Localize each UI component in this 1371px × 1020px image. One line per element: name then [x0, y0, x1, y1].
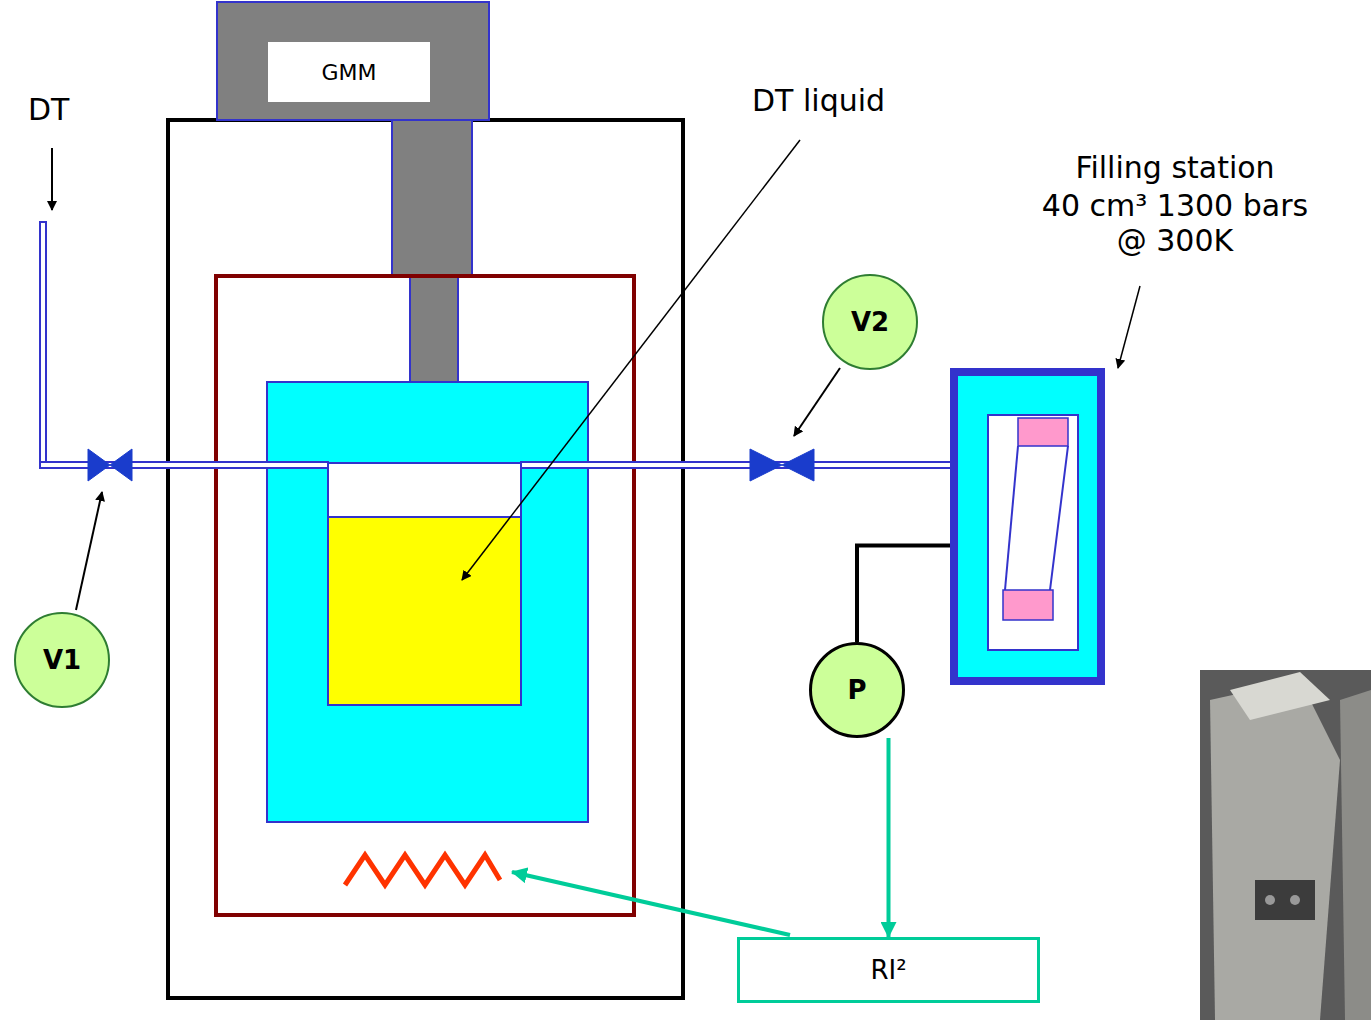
cryocooler-coldfinger — [410, 276, 458, 384]
filling-station-chamber — [988, 415, 1078, 650]
controller-box: RI² — [737, 937, 1040, 1003]
piston-top — [1018, 418, 1068, 446]
dt-liquid — [328, 517, 521, 705]
node-text: P — [847, 675, 866, 705]
node-text: V2 — [851, 307, 889, 337]
node-text: GMM — [321, 60, 376, 85]
cell-headspace — [328, 463, 521, 517]
filling-station-box — [954, 372, 1101, 681]
node-text: V1 — [43, 645, 81, 675]
part-label: DT liquid — [752, 83, 885, 118]
cryocooler-head — [217, 2, 489, 120]
leader-line — [51, 148, 53, 210]
pipe — [40, 462, 328, 468]
leader-line — [794, 368, 840, 436]
cell-block — [267, 382, 588, 822]
node-text: RI² — [870, 955, 906, 985]
photo — [1200, 670, 1371, 1020]
signal-wire — [857, 546, 950, 642]
thermal-shield — [216, 276, 634, 915]
signal-arrow — [887, 738, 891, 937]
control-line — [512, 872, 790, 935]
heater-symbol — [345, 855, 500, 885]
inlet-pipe — [40, 222, 46, 467]
piston-bottom — [1003, 590, 1053, 620]
cryocooler-label: GMM — [268, 42, 430, 102]
leader-line — [1118, 286, 1140, 368]
callout-circle: V1 — [14, 612, 110, 708]
station-heading: Filling station — [1005, 150, 1345, 185]
valve-symbol — [88, 449, 132, 481]
filling-station: Filling station40 cm³ 1300 bars @ 300K — [950, 368, 1105, 685]
vacuum-vessel — [168, 120, 683, 998]
inlet-label: DT — [28, 92, 69, 127]
leader-line — [76, 492, 102, 610]
cryocooler-stage — [392, 120, 472, 276]
callout-circle: V2 — [822, 274, 918, 370]
station-spec: 40 cm³ 1300 bars @ 300K — [1030, 188, 1320, 258]
valve-symbol — [750, 449, 814, 481]
pipe — [521, 462, 952, 468]
pressure-gauge: P — [809, 642, 905, 738]
leader-line — [462, 140, 800, 580]
